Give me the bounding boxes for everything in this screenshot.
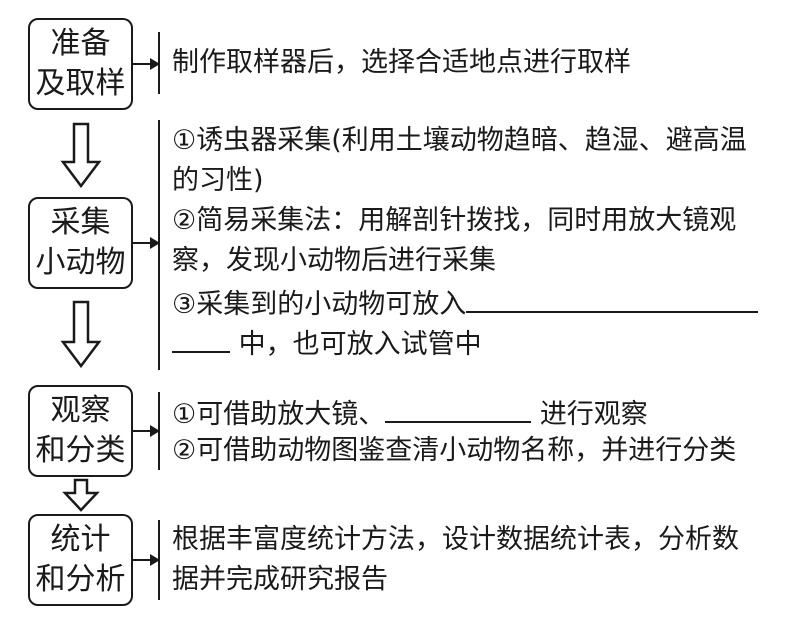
step-text-preparation: 制作取样器后，选择合适地点进行取样 (172, 43, 631, 83)
text-line: 据并完成研究报告 (172, 564, 388, 595)
text-line: ②简易采集法：用解剖针拨找，同时用放大镜观 (172, 205, 737, 236)
text-line: 察，发现小动物后进行采集 (172, 245, 496, 276)
step-title-line: 准备 (50, 26, 111, 61)
step-title-line: 观察 (50, 393, 111, 428)
down-arrow-icon (60, 300, 102, 368)
step-box-preparation: 准备 及取样 (28, 18, 133, 110)
text-line: 中，也可放入试管中 (172, 321, 758, 361)
down-arrow-icon (62, 478, 100, 512)
step-text-observe: ①可借助放大镜、 进行观察 ②可借助动物图鉴查清小动物名称，并进行分类 (172, 391, 736, 471)
text-segment: 进行观察 (539, 399, 648, 430)
connector-line (133, 559, 150, 561)
text-line: ①诱虫器采集(利用土壤动物趋暗、趋湿、避高温 (172, 125, 747, 156)
connector-arrowhead (150, 554, 160, 566)
step-box-observe: 观察 和分类 (28, 385, 133, 477)
text-line: ①可借助放大镜、 进行观察 (172, 391, 736, 431)
step-box-collect: 采集 小动物 (28, 197, 133, 289)
step-title-line: 统计 (50, 522, 111, 557)
connector-line (133, 430, 150, 432)
connector-arrowhead (150, 58, 160, 70)
text-line: 制作取样器后，选择合适地点进行取样 (172, 47, 631, 78)
step-title-line: 采集 (50, 205, 111, 240)
step-box-analyze: 统计 和分析 (28, 514, 133, 606)
fill-in-blank (466, 281, 759, 313)
connector-arrowhead (150, 237, 160, 249)
bracket-line (158, 32, 160, 94)
connector-arrowhead (150, 425, 160, 437)
bracket-line (158, 520, 160, 600)
fill-in-blank (385, 391, 532, 423)
step-title-line: 及取样 (35, 66, 126, 101)
fill-in-blank (172, 321, 230, 353)
text-line: 根据丰富度统计方法，设计数据统计表，分析数 (172, 524, 739, 555)
down-arrow-icon (60, 122, 102, 188)
text-segment: ①可借助放大镜、 (172, 399, 386, 430)
step-text-collect: ①诱虫器采集(利用土壤动物趋暗、趋湿、避高温 的习性) ②简易采集法：用解剖针拨… (172, 121, 759, 361)
bracket-line (158, 392, 160, 470)
bracket-line (158, 120, 160, 370)
text-segment: ③采集到的小动物可放入 (172, 289, 467, 320)
connector-line (133, 242, 150, 244)
text-line: ③采集到的小动物可放入 (172, 281, 759, 321)
step-title-line: 和分类 (35, 433, 126, 468)
connector-line (133, 63, 150, 65)
text-line: ②可借助动物图鉴查清小动物名称，并进行分类 (172, 435, 737, 466)
step-title-line: 小动物 (35, 245, 126, 280)
text-line: 的习性) (172, 165, 264, 196)
text-segment: 中，也可放入试管中 (238, 329, 482, 360)
step-text-analyze: 根据丰富度统计方法，设计数据统计表，分析数 据并完成研究报告 (172, 520, 739, 600)
step-title-line: 和分析 (35, 562, 126, 597)
